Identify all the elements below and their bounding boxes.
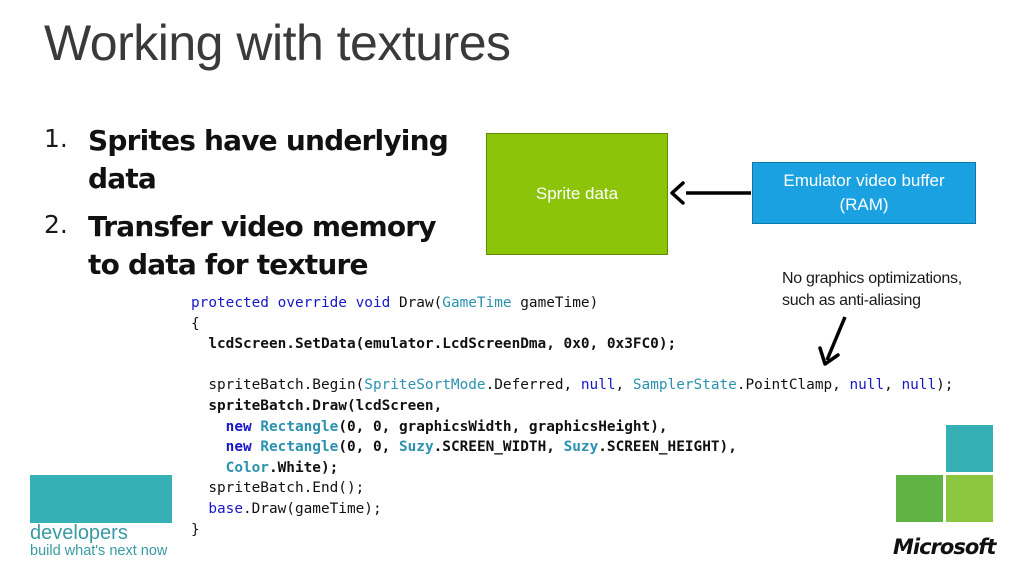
sprite-data-label: Sprite data: [535, 184, 619, 203]
slide-title: Working with textures: [44, 15, 511, 71]
microsoft-logo: Microsoft: [893, 535, 996, 559]
emulator-buffer-sublabel: (RAM): [839, 195, 889, 214]
annotation-note: No graphics optimizations, such as anti-…: [782, 268, 1012, 312]
code-token: ,: [615, 377, 633, 394]
code-token: .SCREEN_HEIGHT),: [598, 439, 737, 456]
step-item: 1. Sprites have underlying data: [44, 122, 464, 198]
code-line: Color.White);: [191, 458, 953, 479]
code-line: new Rectangle(0, 0, graphicsWidth, graph…: [191, 417, 953, 438]
code-line: {: [191, 314, 953, 335]
code-token: new: [225, 439, 252, 456]
code-token: [269, 295, 278, 311]
emulator-buffer-box: Emulator video buffer (RAM): [752, 162, 976, 224]
code-token: Rectangle: [260, 439, 339, 456]
step-text: Transfer video memory to data for textur…: [88, 210, 437, 281]
code-token: spriteBatch.Draw(lcdScreen,: [191, 397, 443, 414]
code-token: GameTime: [442, 295, 512, 311]
code-token: protected: [191, 295, 269, 311]
left-arrow-icon: [670, 181, 751, 205]
code-token: .Deferred,: [485, 377, 581, 394]
logo-square-teal: [946, 425, 993, 472]
code-token: Rectangle: [260, 418, 339, 435]
code-line: [191, 355, 953, 376]
step-number: 1.: [44, 124, 68, 153]
developers-logo-block: [30, 475, 172, 523]
code-token: null: [580, 377, 616, 394]
code-line: protected override void Draw(GameTime ga…: [191, 293, 953, 314]
logo-square-green: [896, 475, 943, 522]
down-arrow-icon: [818, 316, 847, 366]
code-token: Suzy: [398, 439, 434, 456]
code-line: base.Draw(gameTime);: [191, 499, 953, 520]
steps-list: 1. Sprites have underlying data 2. Trans…: [44, 122, 464, 294]
code-token: }: [191, 521, 200, 538]
code-token: [191, 419, 226, 435]
code-token: [191, 501, 208, 517]
code-token: .PointClamp,: [736, 377, 850, 394]
code-token: Suzy: [563, 439, 599, 456]
code-token: null: [849, 377, 885, 394]
code-token: Color: [225, 459, 269, 476]
code-line: spriteBatch.End();: [191, 478, 953, 499]
code-token: lcdScreen.SetData(emulator.LcdScreenDma,…: [191, 336, 677, 353]
code-token: SpriteSortMode: [364, 377, 486, 394]
code-token: (0, 0, graphicsWidth, graphicsHeight),: [338, 418, 668, 435]
code-token: );: [936, 377, 954, 394]
code-token: .SCREEN_WIDTH,: [433, 439, 564, 456]
code-line: spriteBatch.Begin(SpriteSortMode.Deferre…: [191, 375, 953, 396]
code-block: protected override void Draw(GameTime ga…: [191, 293, 953, 540]
code-token: Draw(: [390, 295, 443, 311]
code-line: spriteBatch.Draw(lcdScreen,: [191, 396, 953, 417]
code-line: lcdScreen.SetData(emulator.LcdScreenDma,…: [191, 334, 953, 355]
code-line: new Rectangle(0, 0, Suzy.SCREEN_WIDTH, S…: [191, 437, 953, 458]
code-token: [347, 295, 356, 311]
code-token: base: [208, 500, 243, 517]
developers-title: developers: [30, 522, 128, 544]
code-token: SamplerState: [632, 377, 737, 394]
logo-square-lime: [946, 475, 993, 522]
code-token: ,: [884, 377, 902, 394]
code-token: null: [901, 377, 937, 394]
code-token: [191, 439, 226, 455]
step-item: 2. Transfer video memory to data for tex…: [44, 208, 464, 284]
code-token: void: [355, 295, 391, 311]
code-token: .Draw(gameTime);: [242, 500, 382, 517]
code-token: .White);: [268, 459, 339, 476]
code-line: }: [191, 520, 953, 541]
step-number: 2.: [44, 210, 68, 239]
step-text: Sprites have underlying data: [88, 124, 449, 195]
sprite-data-box: Sprite data: [486, 133, 668, 255]
code-token: {: [191, 315, 200, 332]
code-token: spriteBatch.Begin(: [191, 377, 365, 394]
code-token: override: [277, 295, 347, 311]
code-token: new: [225, 418, 252, 435]
code-token: gameTime): [511, 295, 599, 311]
note-line: such as anti-aliasing: [782, 292, 921, 309]
developers-tagline: build what's next now: [30, 543, 168, 559]
note-line: No graphics optimizations,: [782, 270, 962, 287]
code-token: spriteBatch.End();: [191, 480, 365, 497]
code-token: (0, 0,: [338, 439, 399, 456]
emulator-buffer-label: Emulator video buffer: [783, 171, 945, 190]
code-token: [191, 460, 226, 476]
